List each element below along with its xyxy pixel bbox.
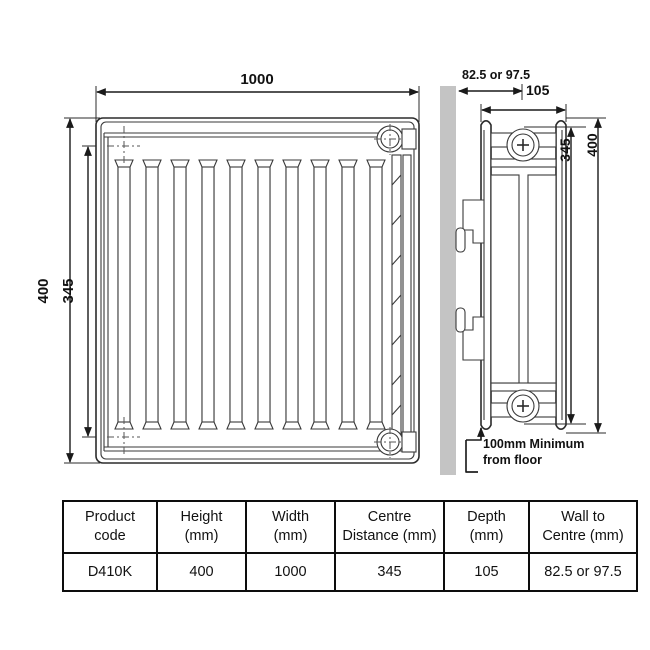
side-centre-distance-label: 345 (557, 138, 573, 162)
table-header-centre-distance: Centre Distance (mm) (334, 500, 445, 554)
side-body (480, 120, 567, 430)
cell-centre-distance: 345 (334, 552, 445, 592)
header-line2: Centre (mm) (542, 528, 624, 544)
front-top-valve (374, 124, 417, 155)
header-line2: (mm) (469, 528, 504, 544)
front-bottom-valve (374, 427, 417, 458)
front-fin (310, 159, 330, 430)
table-header-wall-to-centre: Wall to Centre (mm) (528, 500, 638, 554)
header-line1: Width (271, 509, 310, 526)
cell-product-code: D410K (62, 552, 158, 592)
table-header-width: Width (mm) (245, 500, 336, 554)
front-fin (198, 159, 218, 430)
table-row: D410K 400 1000 345 105 82.5 or 97.5 (62, 552, 638, 592)
header-line2: (mm) (273, 528, 308, 544)
front-width-dimension (95, 86, 420, 122)
front-view-group: 1000 400 345 (35, 71, 420, 464)
front-fin (282, 159, 302, 430)
side-wall-brackets (455, 199, 485, 361)
front-fin (366, 159, 386, 430)
floor-note-line2: from floor (483, 453, 542, 467)
cell-width: 1000 (245, 552, 336, 592)
side-top-valve (506, 128, 540, 162)
front-right-column (391, 154, 412, 436)
header-line1: Wall to (561, 509, 605, 526)
front-fin (114, 159, 134, 430)
floor-clearance-dimension (465, 427, 485, 473)
header-line1: Centre (367, 509, 412, 526)
side-height-dimension (566, 117, 606, 434)
header-line2: Distance (mm) (342, 528, 437, 544)
side-wall-to-centre-dimension (458, 84, 523, 100)
front-fin-group (114, 159, 386, 430)
side-wall (440, 86, 456, 475)
table-header-height: Height (mm) (156, 500, 247, 554)
header-line1: Depth (467, 509, 506, 526)
front-fin (254, 159, 274, 430)
specification-table: Product code Height (mm) Width (mm) Cent… (62, 500, 638, 592)
table-header-product-code: Product code (62, 500, 158, 554)
side-height-label: 400 (584, 133, 600, 157)
side-centre-distance-dimension (524, 126, 586, 425)
side-wall-to-centre-label: 82.5 or 97.5 (462, 68, 530, 82)
cell-depth: 105 (443, 552, 530, 592)
header-line1: Product (85, 509, 135, 526)
side-depth-dimension (480, 104, 567, 122)
cell-wall-to-centre: 82.5 or 97.5 (528, 552, 638, 592)
front-fin (226, 159, 246, 430)
side-bottom-valve (506, 389, 540, 423)
front-centre-distance-label: 345 (60, 278, 77, 303)
header-line2: code (94, 528, 126, 544)
front-left-centre-marks (107, 126, 140, 456)
front-height-dimension (64, 117, 100, 464)
front-height-label: 400 (35, 278, 52, 303)
front-fin (142, 159, 162, 430)
floor-note-line1: 100mm Minimum (483, 437, 584, 451)
header-line2: (mm) (184, 528, 219, 544)
side-view-group: 82.5 or 97.5 105 (440, 68, 606, 475)
table-header-depth: Depth (mm) (443, 500, 530, 554)
front-fin (338, 159, 358, 430)
side-depth-label: 105 (526, 82, 550, 98)
header-line1: Height (180, 509, 223, 526)
table-header-row: Product code Height (mm) Width (mm) Cent… (62, 500, 638, 554)
front-fin (170, 159, 190, 430)
cell-height: 400 (156, 552, 247, 592)
front-width-label: 1000 (240, 71, 273, 88)
